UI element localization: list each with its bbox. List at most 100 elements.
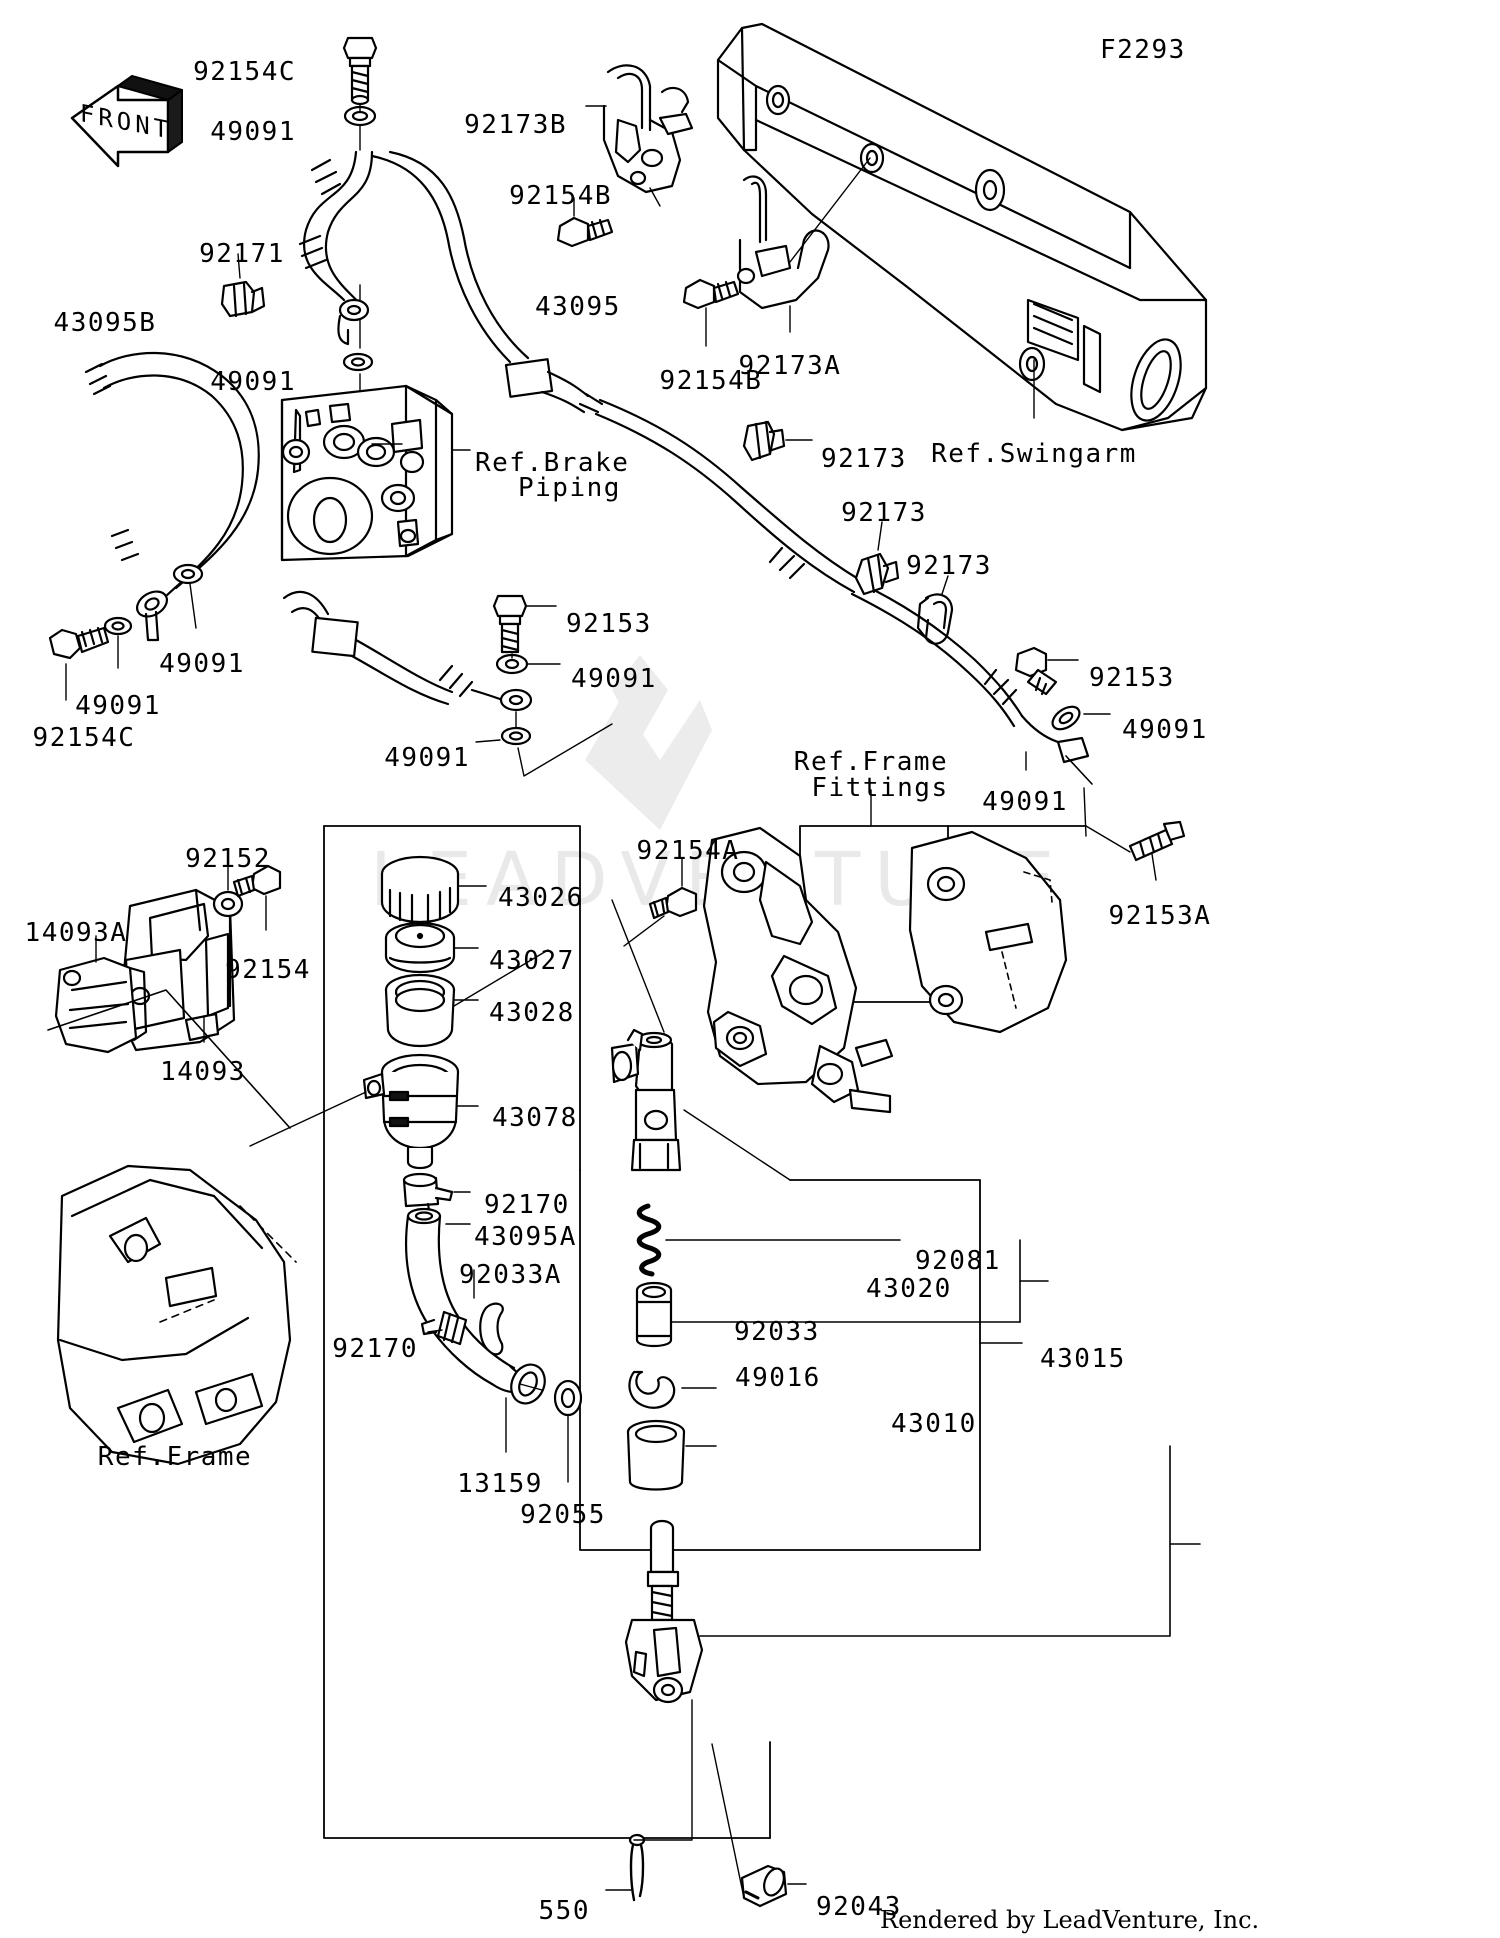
washer-49091-center-lower (500, 726, 532, 746)
callout-92153[interactable]: 92153 (1089, 663, 1175, 693)
callout-92153a[interactable]: 92153A (1108, 901, 1212, 931)
callout-92154c[interactable]: 92154C (193, 57, 296, 87)
washer-49091-second (342, 352, 374, 372)
abs-hydraulic-unit (280, 384, 454, 562)
bolt-92154 (232, 864, 282, 898)
callout-92154b[interactable]: 92154B (509, 181, 612, 211)
piston-cup-43020 (635, 1281, 673, 1348)
callout-92173[interactable]: 92173 (906, 551, 992, 581)
reservoir-cap-43026 (380, 855, 460, 924)
clip-92173-c (916, 593, 954, 645)
front-arrow-text: FRONT (79, 99, 173, 145)
callout-49091[interactable]: 49091 (75, 691, 161, 721)
callout-43027[interactable]: 43027 (489, 946, 575, 976)
callout-43015[interactable]: 43015 (1040, 1344, 1126, 1374)
callout-43078[interactable]: 43078 (492, 1103, 578, 1133)
bolt-92154B-lower (682, 278, 740, 310)
callout-piping[interactable]: Piping (518, 473, 621, 503)
callout-92154a[interactable]: 92154A (636, 836, 740, 866)
callout-49091[interactable]: 49091 (159, 649, 245, 679)
callout-49091[interactable]: 49091 (982, 787, 1068, 817)
diaphragm-43027 (384, 921, 456, 974)
callout-92170[interactable]: 92170 (332, 1334, 418, 1364)
callout-ref-brake[interactable]: Ref.Brake (475, 448, 630, 478)
bolt-92153A (1128, 820, 1186, 862)
clip-92173-a (742, 420, 786, 462)
ref-swingarm (716, 22, 1208, 432)
hose-43095B (84, 351, 260, 642)
push-rod-43010 (624, 1519, 704, 1704)
callout-92173[interactable]: 92173 (821, 444, 907, 474)
callout-43095a[interactable]: 43095A (474, 1222, 577, 1252)
callout-ref-frame[interactable]: Ref.Frame (793, 747, 949, 777)
callout-43026[interactable]: 43026 (498, 883, 584, 913)
callout-43095[interactable]: 43095 (535, 292, 621, 322)
cotter-pin-550 (628, 1833, 646, 1902)
callout-92154c[interactable]: 92154C (32, 723, 136, 753)
callout-43028[interactable]: 43028 (489, 998, 575, 1028)
hose-43095A (405, 1207, 516, 1386)
hose-end-fitting-right (1056, 736, 1093, 785)
callout-49091[interactable]: 49091 (210, 367, 296, 397)
bracket-92173A (736, 175, 830, 310)
callout-fittings[interactable]: Fittings (811, 773, 949, 803)
callout-49091[interactable]: 49091 (1122, 715, 1208, 745)
boot-49016 (626, 1419, 686, 1491)
master-cylinder-group-box (323, 825, 981, 1839)
hose-abs-outlet (282, 590, 533, 712)
callout-14093[interactable]: 14093 (160, 1057, 246, 1087)
hose-43095-upper (298, 150, 374, 346)
washer-49091-right (1051, 705, 1081, 731)
callout-92171[interactable]: 92171 (199, 239, 285, 269)
callout-92081[interactable]: 92081 (915, 1246, 1001, 1276)
callout-92153[interactable]: 92153 (566, 609, 652, 639)
front-arrow (70, 75, 183, 168)
banjo-bolt-92154C-top (342, 36, 378, 106)
callout-49091[interactable]: 49091 (210, 117, 296, 147)
callout-43020[interactable]: 43020 (866, 1274, 952, 1304)
banjo-bolt-92153-center (492, 594, 528, 654)
pin-92043 (740, 1864, 788, 1908)
hose-joint-13159 (490, 1363, 546, 1405)
banjo-bolt-92153-right (1014, 646, 1058, 696)
callout-49091[interactable]: 49091 (384, 743, 470, 773)
callout-92152[interactable]: 92152 (185, 844, 271, 874)
callout-92170[interactable]: 92170 (484, 1190, 570, 1220)
clip-92171 (220, 280, 266, 318)
callout-92173[interactable]: 92173 (841, 498, 927, 528)
washer-49091-left-lower (103, 616, 133, 636)
callout-92055[interactable]: 92055 (520, 1500, 606, 1530)
callout-43095b[interactable]: 43095B (53, 308, 157, 338)
master-cylinder-43015-body (610, 1028, 682, 1172)
callout-92154b[interactable]: 92154B (659, 366, 763, 396)
callout-92173a[interactable]: 92173A (738, 351, 842, 381)
spring-92081 (636, 1203, 662, 1277)
clamp-92170-lower (420, 1310, 468, 1346)
circlip-92033A (479, 1302, 504, 1356)
clamp-92170-upper (402, 1172, 454, 1218)
callout-14093a[interactable]: 14093A (24, 918, 128, 948)
banjo-bolt-92154C-left (48, 626, 110, 660)
bracket-92173B (602, 64, 694, 194)
callout-550[interactable]: 550 (538, 1896, 590, 1926)
callout-92154[interactable]: 92154 (225, 955, 311, 985)
callout-92043[interactable]: 92043 (816, 1892, 902, 1922)
clip-92173-b (854, 552, 900, 596)
o-ring-92055 (553, 1379, 583, 1417)
callout-49016[interactable]: 49016 (735, 1363, 821, 1393)
footpeg-bracket-right (908, 830, 1068, 1034)
callout-13159[interactable]: 13159 (457, 1469, 543, 1499)
callout-49091[interactable]: 49091 (571, 664, 657, 694)
bolt-92154B-upper (556, 216, 614, 248)
callout-ref-frame[interactable]: Ref.Frame (97, 1442, 253, 1472)
callout-43010[interactable]: 43010 (891, 1409, 977, 1439)
render-credit: Rendered by LeadVenture, Inc. (880, 1906, 1260, 1934)
callout-ref-swingarm[interactable]: Ref.Swingarm (931, 439, 1137, 469)
callout-92033[interactable]: 92033 (734, 1317, 820, 1347)
callout-92173b[interactable]: 92173B (464, 110, 567, 140)
figure-code: F2293 (1100, 35, 1186, 65)
ref-frame-bottom-left (56, 1164, 297, 1466)
callout-92033a[interactable]: 92033A (459, 1260, 562, 1290)
